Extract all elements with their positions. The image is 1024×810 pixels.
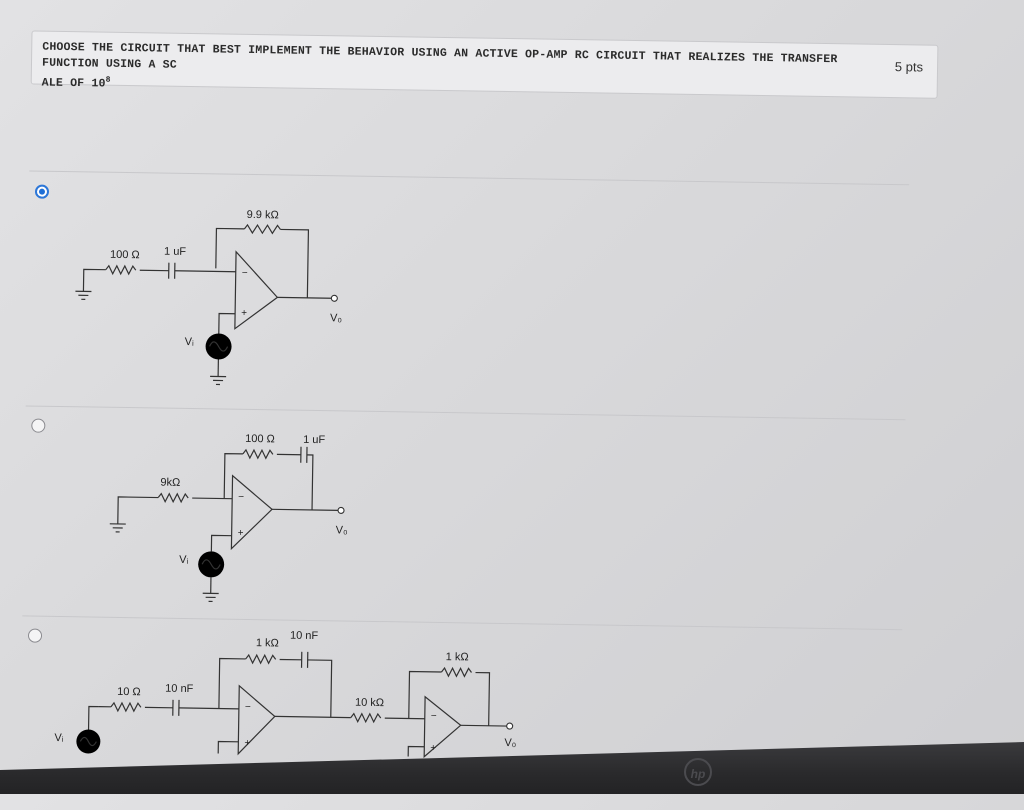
option-3-opamp-1-plus-wire xyxy=(218,742,238,754)
option-2-in-wire-2 xyxy=(192,498,232,499)
option-1-radio[interactable] xyxy=(35,185,49,199)
option-3-stage2-r-label: 10 kΩ xyxy=(355,697,384,709)
option-3-capacitor-label: 10 nF xyxy=(165,683,194,695)
option-3-circuit[interactable]: 1 kΩ 10 nF 10 Ω 10 nF Vᵢ − + 10 kΩ 1 kΩ … xyxy=(48,621,530,759)
option-3-opamp-1-plus: + xyxy=(244,738,250,749)
option-2-feedback-resistor xyxy=(243,450,273,458)
option-2-plus-wire xyxy=(211,535,231,551)
option-2-in-wire xyxy=(118,497,158,525)
option-3-opamp-2-plus-wire xyxy=(408,747,424,757)
option-1-input-resistor xyxy=(106,266,136,274)
option-3-opamp-2-minus: − xyxy=(431,711,437,722)
option-2-opamp-minus: − xyxy=(238,492,244,503)
option-1-wire-cap xyxy=(175,271,236,272)
option-2-feedback-r-label: 100 Ω xyxy=(245,433,275,445)
option-1-opamp-plus: + xyxy=(241,308,247,319)
option-3-stage2-fb-right xyxy=(475,673,490,726)
hp-logo: hp xyxy=(684,758,712,786)
option-2-feedback-c-label: 1 uF xyxy=(303,434,325,446)
option-2-vin-label: Vᵢ xyxy=(179,554,189,566)
answer-divider xyxy=(29,170,909,185)
option-1-input-wire xyxy=(83,269,105,291)
option-2-input-resistor xyxy=(158,494,188,502)
option-3-feedback-resistor xyxy=(246,655,276,663)
option-3-fb-right xyxy=(307,660,332,717)
option-3-output-terminal xyxy=(507,723,513,729)
option-1-vout-label: V₀ xyxy=(330,312,342,324)
option-2-radio[interactable] xyxy=(31,419,45,433)
option-2-fb-right xyxy=(306,455,313,510)
option-1-opamp-minus: − xyxy=(242,268,248,279)
option-3-stage-wire xyxy=(275,716,351,717)
option-1-circuit[interactable]: 9.9 kΩ 100 Ω 1 uF − + V₀ Vᵢ xyxy=(54,191,387,396)
option-2-circuit[interactable]: 100 Ω 1 uF 9kΩ − + V₀ Vᵢ xyxy=(60,421,393,616)
option-3-stage2-resistor xyxy=(351,714,381,722)
option-3-stage2-in xyxy=(385,718,425,719)
option-3-feedback-r-label: 1 kΩ xyxy=(256,637,279,649)
option-3-out-wire xyxy=(461,725,507,726)
option-3-fb-left xyxy=(219,659,246,709)
option-1-resistor-label: 100 Ω xyxy=(110,249,140,261)
option-3-stage2-fb-resistor xyxy=(441,668,471,676)
option-2-output-terminal xyxy=(338,507,344,513)
option-2-vout-label: V₀ xyxy=(336,524,348,536)
question-header: CHOOSE THE CIRCUIT THAT BEST IMPLEMENT T… xyxy=(31,30,939,98)
option-1-capacitor-label: 1 uF xyxy=(164,246,186,258)
option-1-feedback-label: 9.9 kΩ xyxy=(247,209,279,222)
option-divider-1 xyxy=(26,405,906,420)
option-3-input-resistor xyxy=(111,703,141,711)
question-line-2: ALE OF 10 xyxy=(42,76,106,90)
option-1-feedback-resistor xyxy=(244,225,280,234)
option-1-out-wire xyxy=(277,297,331,298)
option-2-opamp-plus: + xyxy=(238,528,244,539)
option-1-feedback-wire-right xyxy=(279,229,308,297)
option-3-vout-label: V₀ xyxy=(504,737,516,749)
option-2-resistor-label: 9kΩ xyxy=(160,477,180,489)
option-1-feedback-wire xyxy=(216,228,245,268)
option-1-vin-label: Vᵢ xyxy=(185,336,195,348)
option-3-stage2-fb-label: 1 kΩ xyxy=(446,651,469,663)
option-1-plus-wire xyxy=(219,313,235,333)
points-label: 5 pts xyxy=(895,59,923,74)
option-3-radio[interactable] xyxy=(28,629,42,643)
option-3-resistor-label: 10 Ω xyxy=(117,686,141,698)
option-3-vin-label: Vᵢ xyxy=(54,732,64,744)
option-3-feedback-c-label: 10 nF xyxy=(290,630,319,642)
option-3-in-wire-3 xyxy=(179,708,239,709)
option-3-src-wire xyxy=(89,706,99,729)
option-2-out-wire xyxy=(272,509,338,510)
question-exponent: 8 xyxy=(106,76,111,85)
option-3-opamp-2-plus: + xyxy=(430,743,436,754)
question-text: CHOOSE THE CIRCUIT THAT BEST IMPLEMENT T… xyxy=(42,40,873,105)
option-1-output-terminal xyxy=(331,295,337,301)
question-line-1: CHOOSE THE CIRCUIT THAT BEST IMPLEMENT T… xyxy=(42,41,838,72)
option-3-opamp-1-minus: − xyxy=(245,702,251,713)
